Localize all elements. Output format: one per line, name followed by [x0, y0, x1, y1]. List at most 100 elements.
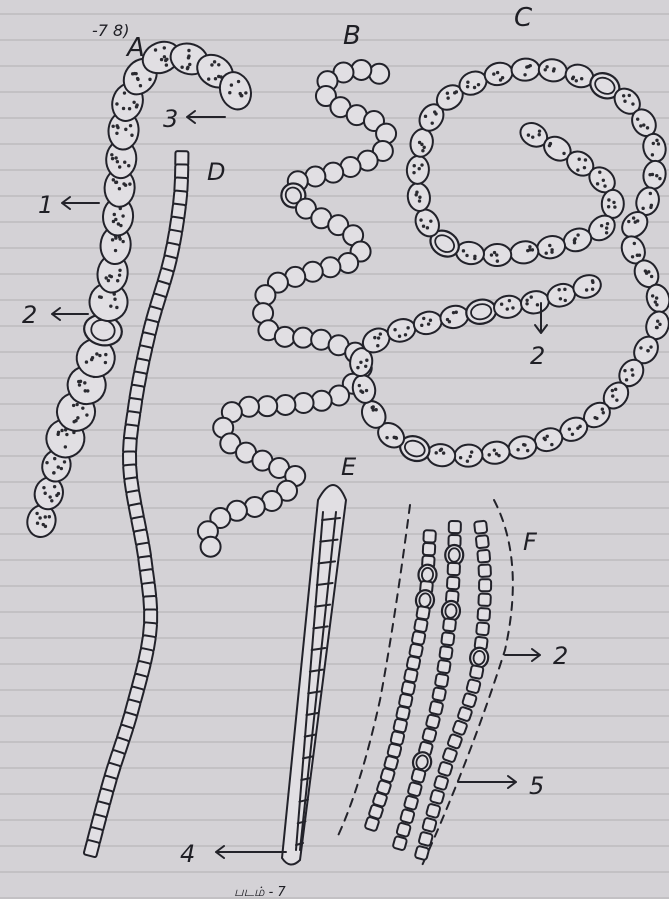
granule [100, 296, 103, 299]
granule [564, 299, 567, 302]
granule [516, 448, 519, 451]
granule [571, 433, 574, 436]
granule [646, 126, 649, 129]
granule [550, 248, 553, 251]
bundle-cell [400, 809, 415, 824]
granule [601, 408, 604, 411]
granule [124, 184, 127, 187]
granule [639, 346, 642, 349]
granule [611, 389, 614, 392]
granule [111, 238, 114, 241]
granule [86, 389, 89, 392]
bundle-cell [476, 622, 489, 635]
granule [529, 64, 532, 67]
granule [81, 406, 84, 409]
granule [419, 218, 422, 221]
granule [114, 249, 117, 252]
granule [124, 128, 127, 131]
granule [115, 102, 118, 105]
bead-cell [255, 285, 275, 305]
granule [622, 94, 625, 97]
vegetative-cell [509, 239, 540, 265]
granule [118, 165, 121, 168]
granule [90, 358, 93, 361]
granule [477, 83, 480, 86]
granule [418, 167, 421, 170]
granule [548, 244, 551, 247]
granule [598, 171, 601, 174]
granule [420, 163, 423, 166]
panel-label-b: B [343, 21, 361, 51]
granule [422, 146, 425, 149]
bundle-cell [437, 660, 451, 674]
granule [188, 63, 191, 66]
bead-cell [294, 393, 314, 413]
granule [606, 222, 609, 225]
vegetative-cell [641, 159, 668, 190]
granule [632, 216, 635, 219]
granule [527, 133, 530, 136]
granule [53, 457, 56, 460]
granule [165, 63, 168, 66]
granule [85, 360, 88, 363]
granule [364, 365, 367, 368]
granule [114, 156, 117, 159]
bundle-cell [462, 693, 477, 708]
panel-label-f: F [523, 528, 538, 556]
granule [128, 182, 131, 185]
granule [550, 443, 553, 446]
granule [130, 134, 133, 137]
granule [48, 515, 51, 518]
granule [652, 142, 655, 145]
granule [655, 303, 658, 306]
granule [398, 335, 401, 338]
callout-2-f-number: 2 [553, 642, 568, 670]
bead-cell [312, 391, 332, 411]
granule [427, 322, 430, 325]
granule [131, 72, 134, 75]
granule [123, 91, 126, 94]
vegetative-cell [438, 303, 470, 330]
granule [112, 178, 115, 181]
granule [530, 295, 533, 298]
granule [118, 273, 121, 276]
granule [657, 142, 660, 145]
page-header-text: -7 8) [92, 21, 129, 40]
granule [607, 205, 610, 208]
vegetative-cell [426, 442, 457, 467]
granule [577, 158, 580, 161]
granule [135, 105, 138, 108]
granule [492, 72, 495, 75]
granule [114, 236, 117, 239]
granule [110, 153, 113, 156]
granule [377, 336, 380, 339]
granule [613, 205, 616, 208]
vegetative-cell [454, 444, 483, 468]
granule [544, 438, 547, 441]
granule [118, 187, 121, 190]
panel-label-d: D [207, 158, 225, 186]
granule [43, 492, 46, 495]
granule [623, 99, 626, 102]
bundle-cell [414, 618, 428, 632]
granule [583, 166, 586, 169]
granule [109, 304, 112, 307]
granule [50, 499, 53, 502]
granule [119, 224, 122, 227]
granule [506, 307, 509, 310]
granule [559, 297, 562, 300]
filament-b [198, 60, 396, 557]
granule [113, 298, 116, 301]
granule [418, 196, 421, 199]
callout-1: 1 [38, 191, 99, 219]
bead-cell [245, 497, 265, 517]
granule [163, 46, 166, 49]
bundle-cell [404, 795, 419, 810]
bundle-cell [477, 608, 490, 621]
granule [358, 384, 361, 387]
granule [584, 158, 587, 161]
granule [631, 373, 634, 376]
granule [395, 436, 398, 439]
granule [442, 451, 445, 454]
bundle-cell [364, 816, 379, 831]
